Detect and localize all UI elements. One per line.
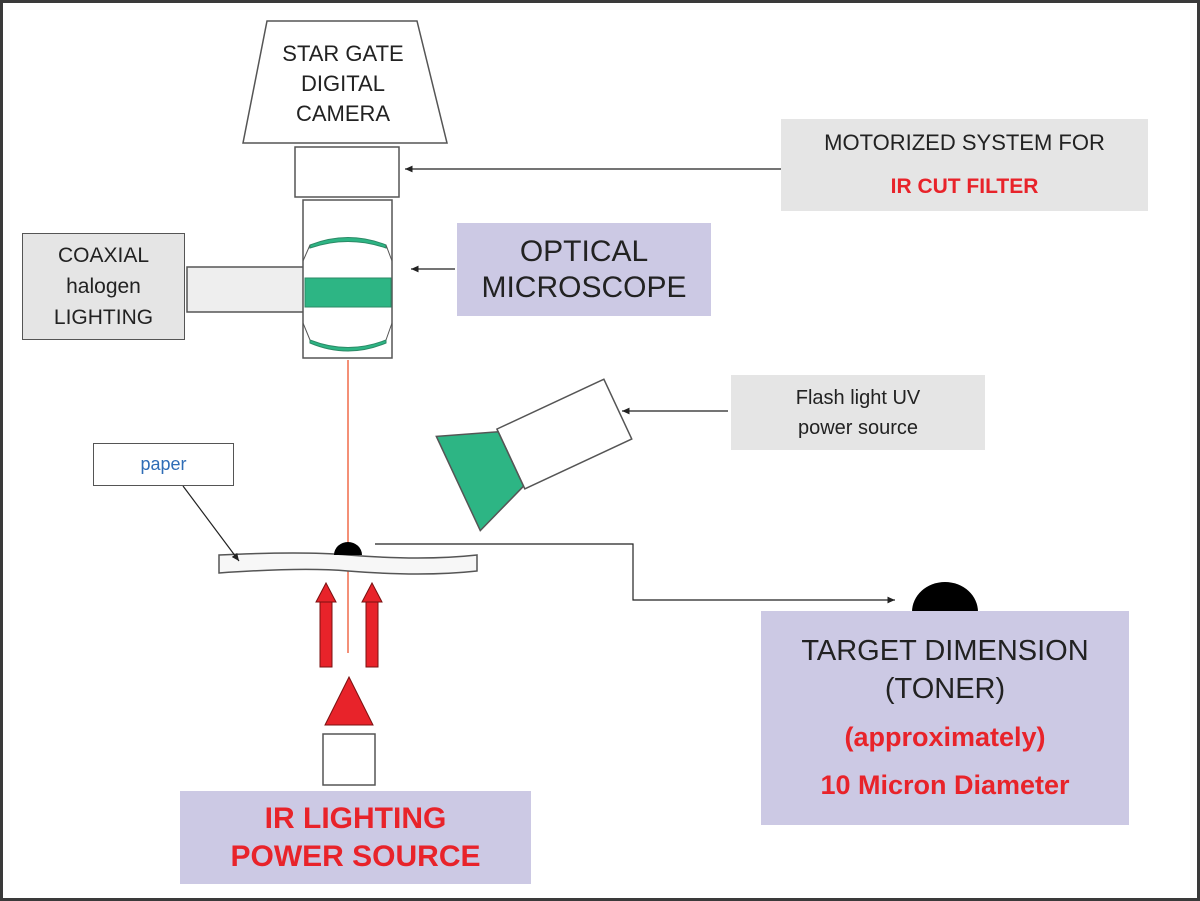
microscope-lens-top	[309, 237, 387, 249]
camera-label: STAR GATE DIGITAL CAMERA	[265, 33, 421, 135]
uv-flash-lamp	[435, 378, 633, 532]
target-note-approx: (approximately)	[844, 722, 1046, 752]
ir-power-source-box: IR LIGHTING POWER SOURCE	[180, 791, 531, 884]
ir-source-line-2: POWER SOURCE	[230, 839, 481, 873]
microscope-line-2: MICROSCOPE	[481, 270, 687, 304]
diagram-graphics	[182, 20, 978, 786]
uv-line-1: Flash light UV	[795, 386, 921, 409]
lighting-line-1: COAXIAL	[57, 244, 150, 267]
camera-label-line-1: STAR GATE	[282, 41, 404, 66]
lighting-line-2: halogen	[66, 275, 141, 298]
camera-label-line-2: DIGITAL	[301, 71, 385, 96]
microscope-lens-bottom	[309, 339, 387, 352]
ir-source-line-1: IR LIGHTING	[264, 801, 447, 835]
motorized-system-box: MOTORIZED SYSTEM FOR IR CUT FILTER	[781, 119, 1148, 211]
uv-line-2: power source	[797, 416, 919, 439]
paper-sheet	[218, 552, 478, 575]
target-dimension-box: TARGET DIMENSION (TONER) (approximately)…	[761, 611, 1129, 825]
target-note-diameter: 10 Micron Diameter	[820, 770, 1070, 800]
uv-power-source-box: Flash light UV power source	[731, 375, 985, 450]
camera-body	[242, 20, 448, 144]
toner-particle-small	[334, 542, 362, 555]
microscope-lens-band	[304, 277, 392, 308]
lighting-tube	[186, 266, 305, 313]
ir-arrow-left	[315, 581, 337, 668]
target-connector-arrow	[375, 543, 895, 604]
ir-cut-filter-label: IR CUT FILTER	[890, 175, 1039, 198]
ir-emitter-triangle	[324, 675, 374, 726]
lighting-line-3: LIGHTING	[53, 306, 154, 329]
toner-particle-large	[912, 582, 978, 612]
camera-mount	[294, 146, 400, 198]
target-line-1: TARGET DIMENSION	[801, 635, 1089, 667]
target-line-2: (TONER)	[884, 673, 1006, 705]
microscope-line-1: OPTICAL	[519, 234, 649, 268]
ir-emitter-base	[322, 733, 376, 786]
camera-label-line-3: CAMERA	[295, 101, 391, 126]
paper-leader-line	[182, 485, 240, 562]
optical-microscope-box: OPTICAL MICROSCOPE	[457, 223, 711, 316]
motorized-label: MOTORIZED SYSTEM FOR	[824, 130, 1105, 155]
paper-label-box: paper	[93, 443, 234, 486]
coaxial-lighting-box: COAXIAL halogen LIGHTING	[22, 233, 185, 340]
paper-label: paper	[140, 454, 187, 474]
ir-arrow-right	[361, 581, 383, 668]
